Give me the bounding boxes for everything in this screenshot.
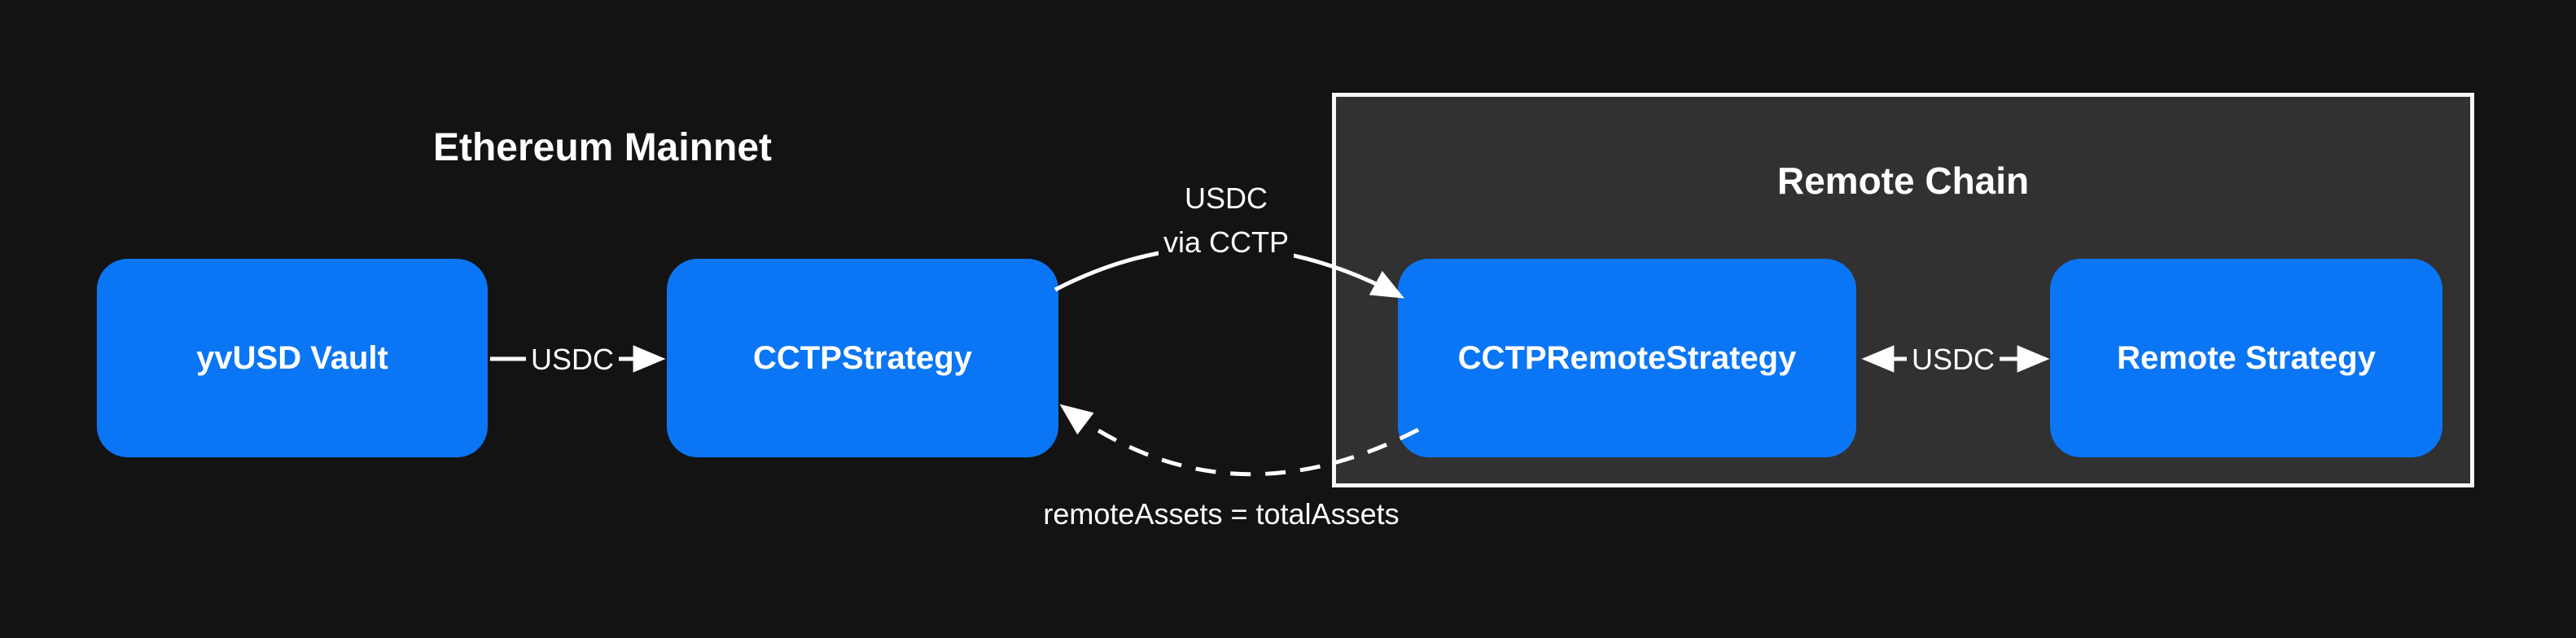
node-cctp-remote-strategy-label: CCTPRemoteStrategy (1457, 339, 1797, 376)
node-cctp-strategy: CCTPStrategy (667, 259, 1058, 457)
edge-label-usdc-remote-chain: USDC (1906, 341, 2000, 378)
edge-label-remote-assets-total-assets: remoteAssets = totalAssets (1038, 496, 1404, 533)
node-remote-strategy: Remote Strategy (2050, 259, 2442, 457)
node-cctp-remote-strategy: CCTPRemoteStrategy (1398, 259, 1856, 457)
node-yvusd-vault: yvUSD Vault (97, 259, 488, 457)
edge-label-usdc-mainnet: USDC (525, 341, 620, 378)
edge-label-usdc-via-cctp: USDC via CCTP (1158, 177, 1295, 264)
edge-label-usdc-via-cctp-line1: USDC (1184, 181, 1268, 215)
remote-chain-region-label: Remote Chain (1776, 160, 2030, 202)
edge-label-usdc-via-cctp-line2: via CCTP (1163, 225, 1290, 259)
node-cctp-strategy-label: CCTPStrategy (753, 339, 972, 376)
node-remote-strategy-label: Remote Strategy (2117, 339, 2376, 376)
ethereum-mainnet-region-label: Ethereum Mainnet (432, 126, 773, 169)
node-yvusd-vault-label: yvUSD Vault (196, 339, 388, 376)
